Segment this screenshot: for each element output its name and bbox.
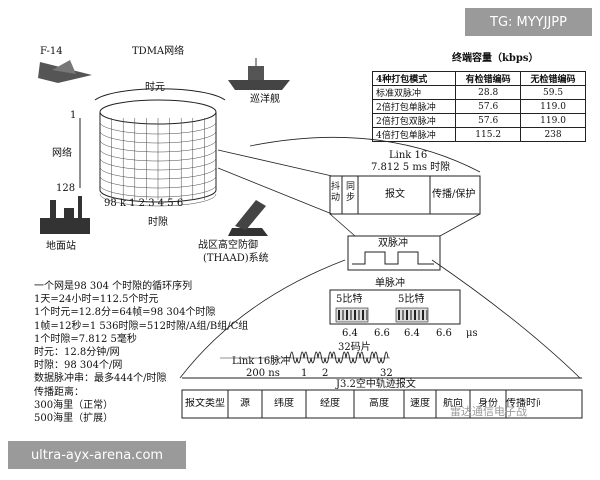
slot-frame: [329, 175, 481, 215]
j32-field-label: 高度: [369, 398, 389, 409]
j32-field-label: 传播时间: [506, 398, 540, 409]
note-line: 1天=24小时=112.5个时元: [34, 294, 159, 306]
five-bit-label-2: 5比特: [398, 294, 425, 305]
slot-length-label: 7.812 5 ms 时隙: [371, 162, 451, 173]
prop-guard-label: 传播/保护: [432, 189, 476, 200]
j32-frame: [181, 377, 583, 419]
capacity-cell: 238: [520, 127, 586, 142]
time-6.4-b: 6.4: [404, 328, 420, 339]
note-line: 1个时隙=7.812 5毫秒: [34, 333, 137, 345]
note-line: 500海里（扩展）: [34, 413, 114, 424]
j32-field-label: 航向: [443, 398, 463, 409]
capacity-header: 无检错编码: [520, 71, 586, 86]
double-pulse-waveform: [352, 251, 434, 265]
capacity-cell: 28.8: [455, 85, 522, 100]
cylinder-grid: [99, 118, 217, 207]
time-6.4-a: 6.4: [342, 328, 358, 339]
capacity-cell: 115.2: [455, 127, 522, 142]
thaad-label-2: (THAAD)系统: [203, 253, 269, 264]
capacity-header: 有检错编码: [455, 71, 522, 86]
thaad-label: 战区高空防御: [198, 240, 258, 251]
chip-2-label: 2: [322, 368, 329, 379]
note-line: 300海里（正常）: [34, 399, 114, 411]
j32-field-label: 经度: [320, 398, 340, 409]
f14-label: F-14: [40, 46, 63, 57]
f14-aircraft-icon: [38, 62, 92, 83]
note-line: 1个时元=12.8分=64帧=98 304个时隙: [34, 307, 216, 319]
note-line: 时隙：98 304个/网: [34, 360, 123, 372]
cruiser-label: 巡洋舰: [250, 94, 280, 105]
thaad-launcher-icon: [228, 200, 268, 236]
j32-field-label: 速度: [410, 398, 430, 409]
single-pulse-box: [329, 289, 461, 325]
time-6.6-b: 6.6: [436, 328, 452, 339]
time-6.6-a: 6.6: [374, 328, 390, 339]
tg-badge: TG: MYYJJPP: [465, 8, 592, 36]
j32-field-label: 纬度: [274, 398, 294, 409]
capacity-cell: 59.5: [520, 85, 586, 100]
link16-label: Link 16: [389, 150, 428, 161]
funnel-shape: [329, 213, 481, 237]
note-line: 时元：12.8分钟/网: [34, 347, 120, 358]
ground-station-icon: [40, 196, 90, 234]
capacity-cell: 2倍打包单脉冲: [371, 99, 457, 114]
j32-field-label: 源: [240, 398, 250, 409]
chips-label: 32码片: [338, 342, 371, 353]
slots-row-label: 98 k 1 2 3 4 5 6: [104, 198, 184, 209]
200ns-label: 200 ns: [246, 368, 280, 379]
beam-line: [217, 149, 333, 177]
timeslot-top-label: 时元: [145, 82, 165, 93]
note-line: 一个网是98 304 个时隙的循环序列: [34, 281, 193, 292]
capacity-cell: 标准双脉冲: [371, 85, 457, 100]
cruiser-ship-icon: [228, 80, 290, 90]
capacity-cell: 57.6: [455, 99, 522, 114]
capacity-header: 4种打包模式: [371, 71, 457, 86]
jitter-label: 抖动: [331, 182, 341, 203]
microsecond-unit: μs: [466, 328, 478, 339]
j32-title: J3.2空中轨迹报文: [336, 379, 416, 390]
j32-field-label: 报文类型: [185, 398, 225, 409]
net-128-label: 128: [56, 183, 76, 194]
tdma-net-label: TDMA网络: [132, 46, 185, 57]
capacity-cell: 119.0: [520, 113, 586, 128]
j32-field-label: 身份: [478, 398, 498, 409]
url-badge: ultra-ayx-arena.com: [8, 441, 186, 469]
timeslot-orbit-arrow: [94, 88, 226, 101]
five-bit-blocks: [335, 307, 429, 323]
net-label: 网络: [52, 148, 72, 159]
capacity-cell: 57.6: [455, 113, 522, 128]
capacity-title: 终端容量（kbps）: [452, 53, 539, 64]
chip-1-label: 1: [301, 368, 308, 379]
note-line: 1帧=12秒=1 536时隙=512时隙/A组/B组/C组: [34, 320, 249, 332]
message-label: 报文: [385, 189, 405, 200]
five-bit-label-1: 5比特: [336, 294, 363, 305]
ground-station-label: 地面站: [46, 241, 76, 252]
watermark-text: 雷达通信电子战: [450, 405, 527, 418]
capacity-cell: 4倍打包单脉冲: [371, 127, 457, 142]
single-pulse-label: 单脉冲: [375, 278, 405, 289]
note-line: 数据脉冲串：最多444个/时隙: [34, 373, 167, 385]
capacity-cell: 2倍打包双脉冲: [371, 113, 457, 128]
double-pulse-box: [347, 235, 441, 271]
link16-pulse-label: Link 16脉冲: [232, 356, 291, 367]
net-one-label: 1: [70, 110, 77, 121]
sync-label: 同步: [346, 182, 356, 203]
double-pulse-label: 双脉冲: [378, 238, 408, 249]
timeslot-label: 时隙: [148, 217, 168, 228]
note-line: 传播距离：: [34, 386, 84, 398]
chip-32-label: 32: [380, 368, 393, 379]
capacity-cell: 119.0: [520, 99, 586, 114]
